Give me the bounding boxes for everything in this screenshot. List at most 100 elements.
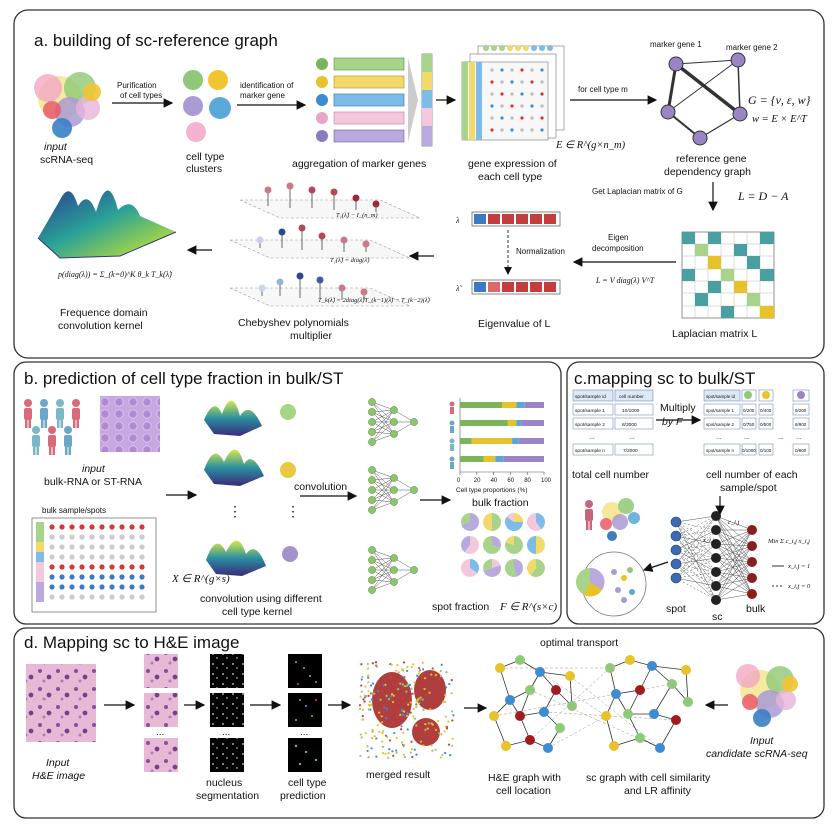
merged-dot — [406, 712, 409, 715]
merged-dot — [395, 749, 398, 752]
he-graph-node — [565, 671, 575, 681]
matrix-dot — [109, 574, 115, 580]
nn-node — [368, 466, 376, 474]
matrix-dot — [109, 544, 115, 550]
bipartite-edge — [715, 557, 753, 595]
bulk-node — [747, 541, 757, 551]
bipartite-edge — [715, 557, 753, 579]
nn-edge — [393, 409, 415, 423]
matrix-dot — [49, 554, 55, 560]
cell-number-line1: cell number of each — [706, 469, 798, 481]
matrix-dot — [79, 574, 85, 580]
bipartite-edge — [715, 543, 753, 595]
pie-slice — [483, 559, 492, 571]
matrix-dot — [89, 544, 95, 550]
bipartite-edge — [715, 529, 753, 573]
t2-r1c1: spot/sample 1 — [706, 408, 735, 413]
nn-node — [368, 408, 376, 416]
merged-dot — [376, 724, 379, 727]
kernel-surfaces — [204, 400, 298, 576]
pie-slice — [527, 536, 536, 554]
merged-dot — [361, 708, 364, 711]
merged-dot — [359, 754, 362, 758]
eigen-formula: L = V diag(λ) V^T — [595, 276, 655, 285]
bulk-fraction-label: bulk fraction — [472, 497, 529, 509]
pie-slice — [527, 559, 536, 576]
merged-dot — [422, 744, 425, 747]
merged-dot — [373, 692, 376, 695]
chart-xlabel: Cell type proportions (%) — [456, 487, 528, 494]
merged-dot — [359, 733, 362, 736]
sc-graph-node — [635, 733, 645, 743]
nn-edge — [371, 469, 395, 479]
graph-formula-1: G = {ν, ε, w} — [748, 93, 811, 107]
merged-dot — [426, 727, 429, 730]
merged-dot — [367, 708, 370, 711]
merged-dot — [438, 732, 441, 735]
matrix-dot — [109, 584, 115, 590]
merged-dot — [442, 700, 445, 703]
cheb-formula-3: T_k(λ̃) = 2diag(λ̃)T_(k−1)(λ̃) − T_(k−2)… — [318, 297, 431, 304]
sc-graph-node — [647, 661, 657, 671]
bipartite-edge — [715, 529, 753, 545]
he-graph-node — [543, 743, 553, 753]
he-graph-line2: cell location — [496, 785, 551, 797]
merged-dot — [429, 708, 432, 711]
matrix-dot — [109, 594, 115, 600]
merged-dot — [438, 678, 441, 681]
merged-dot — [406, 728, 409, 731]
matrix-dot — [139, 564, 145, 570]
merged-dot — [367, 755, 370, 759]
merged-dot — [410, 687, 413, 690]
cheb-formula-2: T₁(λ̃) = diag(λ̃) — [330, 257, 370, 264]
panel-d-title: d. Mapping sc to H&E image — [24, 633, 239, 652]
pie-slice — [461, 513, 480, 531]
merged-dot — [400, 728, 403, 731]
merged-dot — [434, 748, 437, 751]
pie-slice — [483, 536, 501, 554]
x-tick-label: 20 — [474, 478, 481, 484]
merged-dot — [378, 730, 381, 733]
transport-edge — [539, 671, 607, 717]
nn-edge — [371, 557, 395, 571]
merged-dot — [375, 737, 378, 740]
merged-dot — [397, 671, 400, 674]
matrix-dot — [49, 524, 55, 530]
merged-dot — [416, 674, 419, 677]
panel-c-title: c.mapping sc to bulk/ST — [574, 369, 755, 388]
matrix-dot — [59, 524, 65, 530]
sc-graph-edge — [659, 719, 677, 749]
merged-dot — [405, 714, 409, 717]
merged-dot — [366, 674, 369, 677]
input-scrna-cluster — [34, 72, 101, 138]
pie-slice — [505, 559, 517, 577]
merged-dot — [403, 685, 406, 688]
he-graph-edge — [569, 675, 573, 707]
pie-slice — [470, 559, 479, 574]
nn-edge — [371, 477, 395, 501]
matrix-dot — [69, 594, 75, 600]
merged-dot — [451, 737, 454, 740]
merged-dot — [382, 684, 385, 687]
matrix-dot — [89, 584, 95, 590]
ellipsis-b2: ⋮ — [286, 503, 300, 519]
t1-h2: cell number — [619, 394, 644, 400]
nn-node — [390, 566, 398, 574]
nn-edge — [371, 411, 395, 423]
merged-dot — [392, 721, 395, 724]
merged-dot — [363, 700, 366, 703]
sc-graph-edge — [651, 665, 687, 671]
bar-segment — [460, 420, 508, 426]
sc-graph-node — [609, 741, 619, 751]
matrix-dot — [99, 564, 105, 570]
normalization: Normalization — [516, 247, 565, 256]
bipartite-edge — [715, 529, 753, 587]
sc-graph-node — [671, 715, 681, 725]
merged-dot — [415, 703, 418, 706]
nn-edge — [371, 469, 395, 491]
multiply-line2: by F — [662, 416, 683, 428]
transport-edge — [529, 667, 611, 741]
nn-edge — [371, 421, 395, 443]
nn-node — [390, 486, 398, 494]
merged-dot — [366, 662, 369, 666]
